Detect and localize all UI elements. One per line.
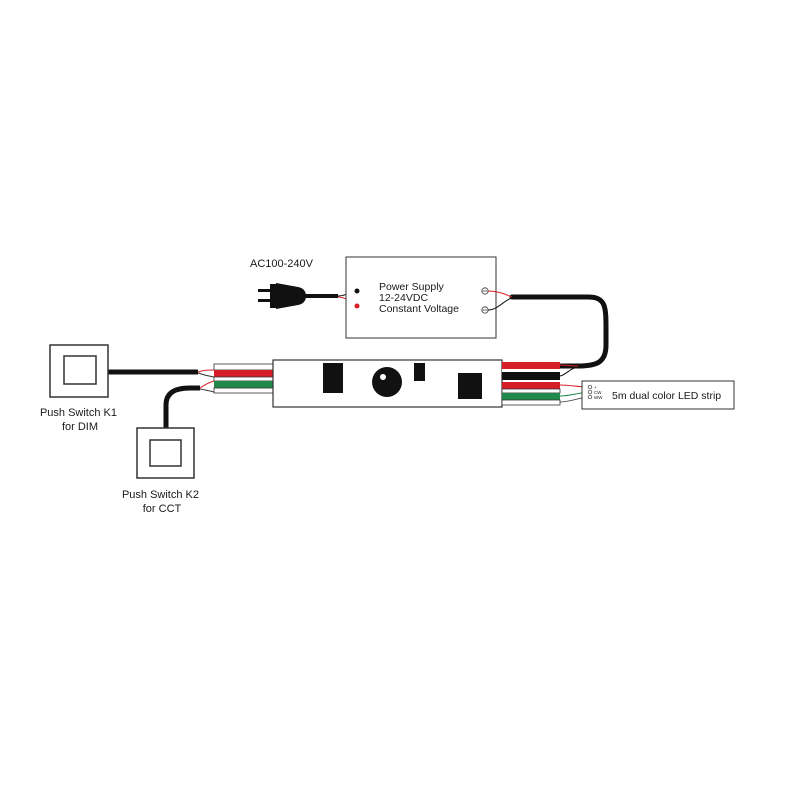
push-switch-k1 — [49, 344, 109, 398]
switch-k1-label-line2: for DIM — [62, 421, 98, 433]
switch-k2-label: Push Switch K2 for CCT — [122, 489, 202, 515]
switch-k2-label-line1: Push Switch K2 — [122, 489, 199, 501]
controller-chip-middle — [414, 363, 425, 381]
led-strip: + CW WW 5m dual color LED strip — [581, 380, 735, 410]
controller-power-leads — [502, 362, 560, 380]
switch-k2-label-line2: for CCT — [143, 503, 182, 515]
power-supply: Power Supply 12-24VDC Constant Voltage — [345, 256, 497, 339]
power-supply-mode: Constant Voltage — [379, 303, 459, 315]
power-supply-voltage: 12-24VDC — [379, 292, 428, 304]
psu-output-cable — [509, 294, 609, 369]
controller-chip-left — [323, 363, 343, 393]
controller-module — [272, 359, 503, 408]
power-lead-wires — [559, 364, 579, 377]
switch-k2-lead-wires — [199, 380, 215, 393]
ac-plug — [258, 283, 338, 309]
switch-k1-label-line1: Push Switch K1 — [40, 407, 117, 419]
controller-left-leads — [213, 363, 275, 394]
power-supply-title: Power Supply — [379, 281, 445, 293]
switch-k1-label: Push Switch K1 for DIM — [40, 407, 120, 433]
psu-output-wires — [487, 290, 513, 311]
led-terminal-ww: WW — [594, 395, 603, 400]
led-strip-label: 5m dual color LED strip — [612, 390, 721, 402]
switch-k2-cable — [163, 385, 200, 428]
controller-button — [372, 367, 402, 397]
switch-k1-lead-wires — [197, 369, 215, 378]
push-switch-k2 — [136, 427, 195, 479]
controller-chip-right — [458, 373, 482, 399]
led-terminal-cw: CW — [594, 390, 602, 395]
led-terminal-plus: + — [594, 385, 597, 390]
controller-led-leads — [501, 382, 561, 406]
ac-input-label: AC100-240V — [250, 258, 314, 270]
